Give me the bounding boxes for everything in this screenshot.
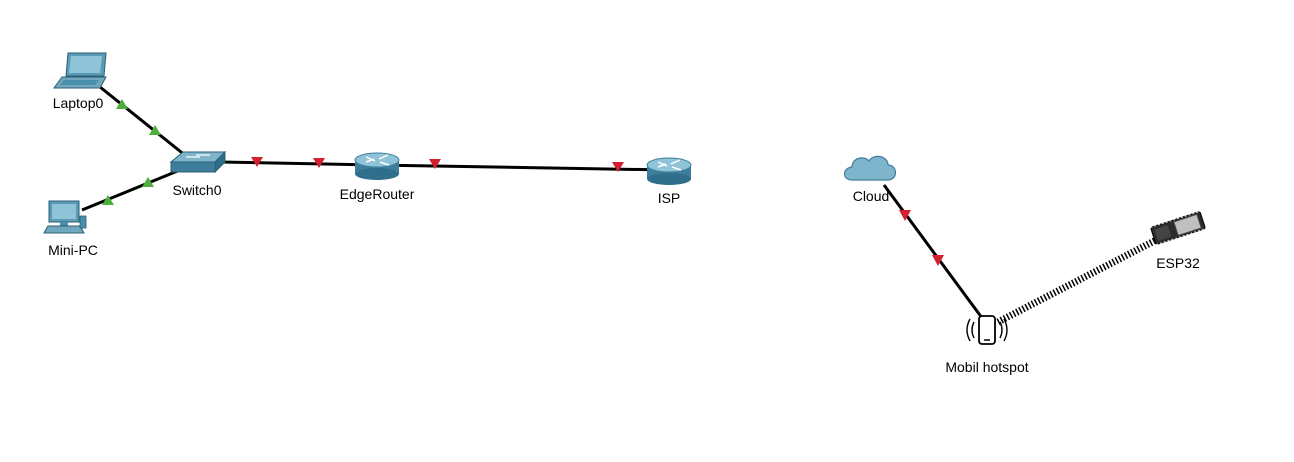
status-down-triangle: [899, 210, 911, 221]
device-label: Cloud: [853, 188, 890, 204]
mobile-hotspot-icon: [966, 315, 1008, 345]
device-label: Laptop0: [53, 95, 104, 111]
device-label: ISP: [658, 190, 681, 206]
switch-icon: [169, 150, 227, 174]
status-up-triangle: [149, 125, 161, 135]
device-esp32[interactable]: ESP32: [1150, 210, 1206, 271]
status-up-triangle: [116, 99, 128, 109]
laptop-icon: [53, 52, 107, 89]
device-label: Mini-PC: [48, 242, 98, 258]
device-label: EdgeRouter: [340, 186, 415, 202]
status-up-triangle: [142, 177, 154, 187]
esp32-board-icon: [1150, 210, 1206, 246]
status-down-triangle: [932, 255, 944, 266]
device-laptop0[interactable]: Laptop0: [53, 52, 107, 111]
device-hotspot[interactable]: Mobil hotspot: [945, 315, 1029, 375]
status-down-triangle: [429, 159, 441, 169]
router-icon: [646, 157, 692, 185]
device-isp[interactable]: ISP: [646, 157, 692, 206]
device-switch0[interactable]: Switch0: [169, 150, 227, 198]
device-label: Switch0: [172, 182, 221, 198]
device-label: ESP32: [1156, 255, 1200, 271]
device-minipc[interactable]: Mini-PC: [43, 200, 98, 258]
status-down-triangle: [251, 157, 263, 167]
device-label: Mobil hotspot: [945, 359, 1028, 375]
desktop-pc-icon: [43, 200, 87, 234]
status-down-triangle: [612, 162, 624, 172]
router-icon: [354, 152, 400, 180]
link-edgerouter-isp[interactable]: [375, 163, 669, 172]
link-switch0-edgerouter[interactable]: [219, 160, 377, 167]
status-down-triangle: [313, 158, 325, 168]
link-laptop0-switch0[interactable]: [94, 81, 187, 158]
cloud-icon: [843, 155, 897, 181]
link-status-layer: [102, 99, 944, 266]
device-cloud[interactable]: Cloud: [843, 155, 897, 204]
links-layer: [81, 81, 1162, 326]
link-minipc-switch0[interactable]: [81, 168, 181, 212]
device-edgerouter[interactable]: EdgeRouter: [340, 152, 415, 202]
status-up-triangle: [102, 195, 114, 205]
link-hotspot-esp32-wireless[interactable]: [996, 234, 1162, 326]
link-cloud-hotspot[interactable]: [882, 184, 987, 323]
